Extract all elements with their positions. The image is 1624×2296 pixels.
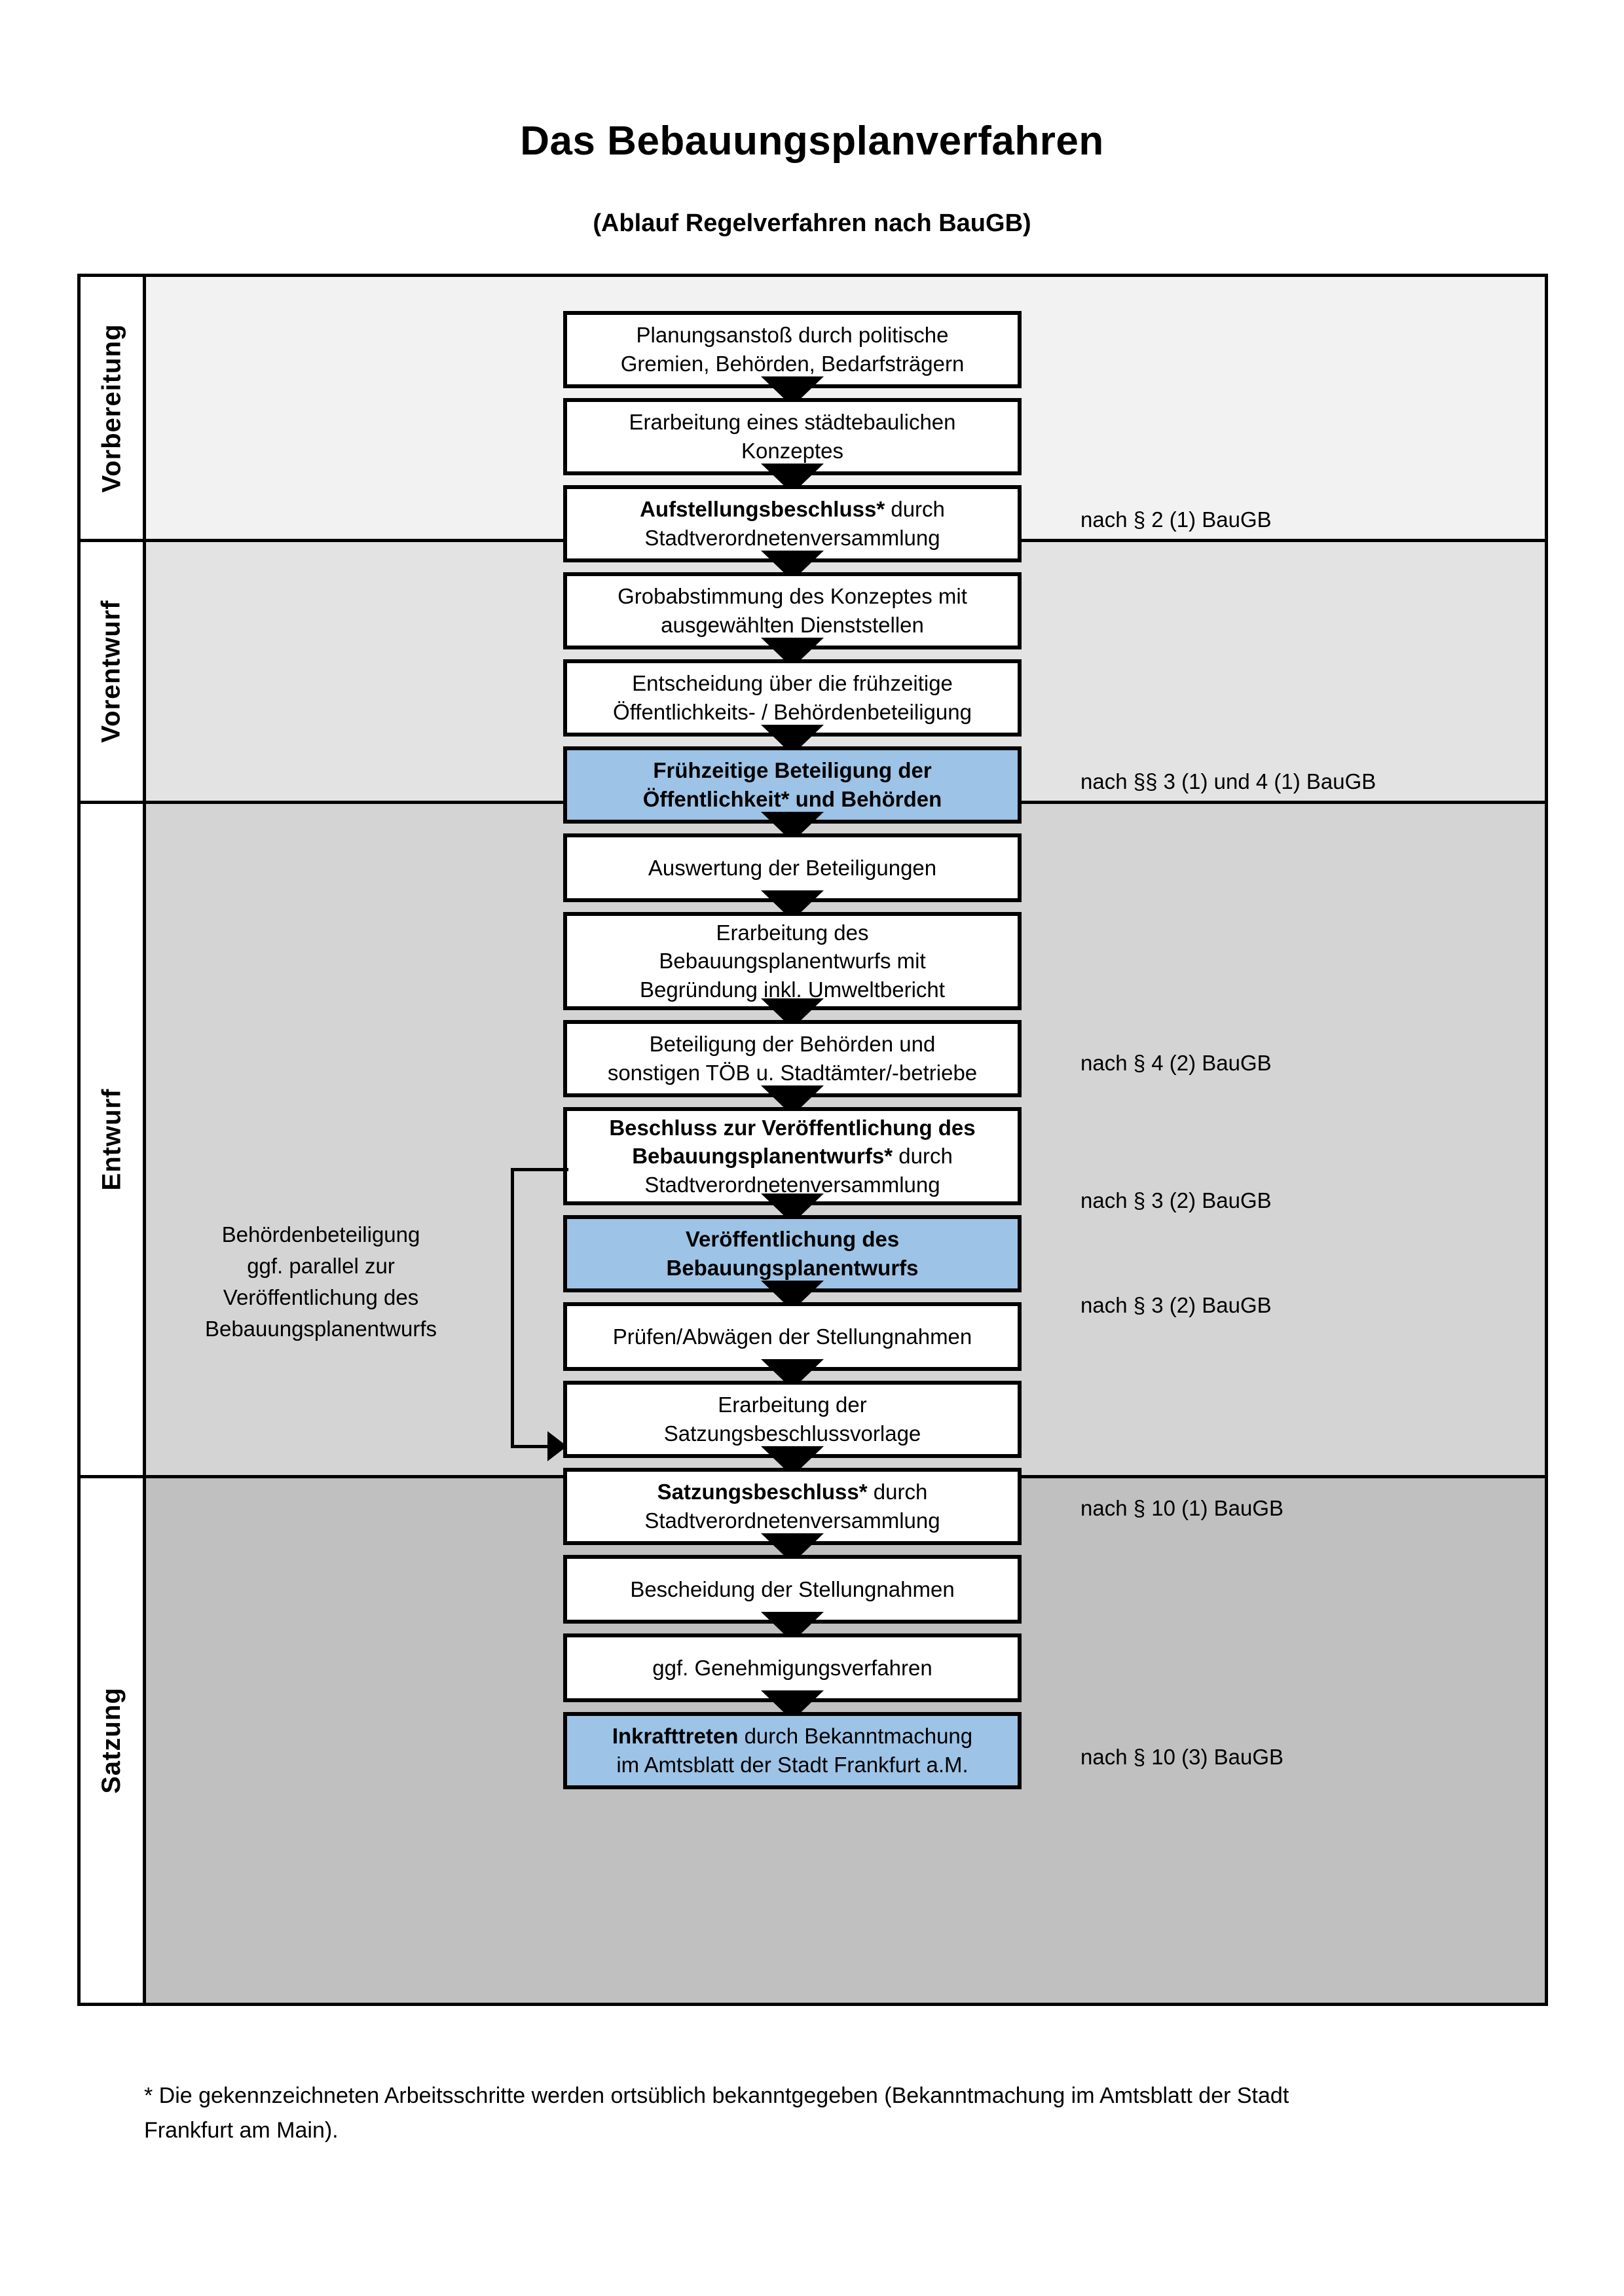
box-line: Auswertung der Beteiligungen	[648, 855, 937, 880]
phase-label-column-rule	[143, 274, 146, 2006]
process-box-beschluss-veroeffentlichung: Beschluss zur Veröffentlichung des Bebau…	[563, 1107, 1022, 1205]
box-line: Erarbeitung der	[718, 1393, 867, 1417]
box-line-bold: Satzungsbeschluss*	[657, 1480, 868, 1504]
box-line: Satzungsbeschlussvorlage	[663, 1421, 921, 1446]
process-box-veroeffentlichung-bebauungsplanentwurf: Veröffentlichung des Bebauungsplanentwur…	[563, 1215, 1022, 1292]
box-line: ggf. Genehmigungsverfahren	[652, 1655, 932, 1680]
sidenote-line: Veröffentlichung des	[223, 1285, 419, 1309]
legal-ref-paragraph-10-3: nach § 10 (3) BauGB	[1080, 1745, 1284, 1769]
page-title: Das Bebauungsplanverfahren	[520, 118, 1104, 164]
box-line: Gremien, Behörden, Bedarfsträgern	[620, 352, 965, 376]
box-line: ausgewählten Dienststellen	[661, 613, 924, 637]
box-line: Erarbeitung eines städtebaulichen	[629, 410, 956, 435]
box-line: Satzungsbeschluss* durch	[574, 1478, 1011, 1506]
box-line-rest: durch	[893, 1144, 953, 1169]
process-box-aufstellungsbeschluss: Aufstellungsbeschluss* durch Stadtverord…	[563, 485, 1022, 562]
box-line: Stadtverordnetenversammlung	[644, 526, 940, 550]
diagram-frame	[77, 274, 1548, 2006]
box-line: Bebauungsplanentwurfs* durch	[574, 1142, 1011, 1171]
box-line: Stadtverordnetenversammlung	[644, 1172, 940, 1197]
legal-ref-paragraph-2-1: nach § 2 (1) BauGB	[1080, 507, 1272, 532]
box-line: Bebauungsplanentwurfs mit	[659, 949, 926, 974]
box-line: im Amtsblatt der Stadt Frankfurt a.M.	[616, 1753, 969, 1777]
sidenote-line: ggf. parallel zur	[247, 1253, 395, 1278]
sidenote-line: Bebauungsplanentwurfs	[204, 1316, 437, 1341]
process-box-staedtebauliches-konzept: Erarbeitung eines städtebaulichen Konzep…	[563, 398, 1022, 475]
box-line: Begründung inkl. Umweltbericht	[640, 977, 945, 1002]
box-line: Erarbeitung des	[716, 920, 869, 945]
box-line: Entscheidung über die frühzeitige	[632, 671, 953, 696]
feedback-loop-arrowhead-icon	[547, 1431, 567, 1461]
box-line-bold: Aufstellungsbeschluss*	[640, 497, 885, 522]
box-line: Öffentlichkeit* und Behörden	[642, 787, 942, 811]
process-box-grobabstimmung: Grobabstimmung des Konzeptes mit ausgewä…	[563, 572, 1022, 649]
box-line: Bescheidung der Stellungnahmen	[630, 1576, 955, 1601]
box-line-bold: Bebauungsplanentwurfs*	[632, 1144, 893, 1169]
footnote-line: * Die gekennzeichneten Arbeitsschritte w…	[144, 2083, 1289, 2108]
phase-label-vorbereitung: Vorbereitung	[81, 277, 143, 539]
box-line: Beteiligung der Behörden und	[649, 1032, 936, 1057]
page-subtitle: (Ablauf Regelverfahren nach BauGB)	[593, 210, 1031, 237]
box-line-rest: durch	[885, 497, 945, 522]
box-line: Prüfen/Abwägen der Stellungnahmen	[612, 1324, 972, 1349]
legal-ref-paragraph-3-2-veroeffentlichung: nach § 3 (2) BauGB	[1080, 1293, 1272, 1317]
box-line: Bebauungsplanentwurfs	[666, 1256, 919, 1280]
process-box-beteiligung-behoerden-toeb: Beteiligung der Behörden und sonstigen T…	[563, 1020, 1022, 1097]
sidenote-line: Behördenbeteiligung	[221, 1222, 420, 1247]
legal-ref-paragraph-3-1-und-4-1: nach §§ 3 (1) und 4 (1) BauGB	[1080, 769, 1376, 793]
process-box-entscheidung-fruehzeitige-beteiligung: Entscheidung über die frühzeitige Öffent…	[563, 659, 1022, 737]
process-box-genehmigungsverfahren: ggf. Genehmigungsverfahren	[563, 1633, 1022, 1702]
box-line: Stadtverordnetenversammlung	[644, 1508, 940, 1533]
footnote: * Die gekennzeichneten Arbeitsschritte w…	[144, 2079, 1526, 2147]
process-box-erarbeitung-bebauungsplanentwurf: Erarbeitung des Bebauungsplanentwurfs mi…	[563, 912, 1022, 1010]
footnote-line: Frankfurt am Main).	[144, 2117, 339, 2143]
legal-ref-paragraph-10-1: nach § 10 (1) BauGB	[1080, 1496, 1284, 1520]
feedback-loop-top-segment	[511, 1168, 568, 1171]
legal-ref-paragraph-4-2: nach § 4 (2) BauGB	[1080, 1051, 1272, 1075]
box-line: Beschluss zur Veröffentlichung des	[574, 1114, 1011, 1142]
process-box-inkrafttreten: Inkrafttreten durch Bekanntmachung im Am…	[563, 1712, 1022, 1789]
box-line: Frühzeitige Beteiligung der	[653, 758, 932, 783]
box-line: Veröffentlichung des	[685, 1227, 900, 1252]
phase-label-entwurf: Entwurf	[81, 804, 143, 1475]
box-line: Konzeptes	[741, 439, 843, 463]
box-line: Inkrafttreten durch Bekanntmachung	[574, 1722, 1011, 1751]
feedback-loop-left-segment	[511, 1168, 514, 1448]
process-box-fruehzeitige-beteiligung: Frühzeitige Beteiligung der Öffentlichke…	[563, 746, 1022, 824]
sidenote-behoerdenbeteiligung: Behördenbeteiligung ggf. parallel zur Ve…	[164, 1219, 478, 1344]
box-line-rest: durch	[867, 1480, 928, 1504]
legal-ref-paragraph-3-2-beschluss: nach § 3 (2) BauGB	[1080, 1188, 1272, 1212]
feedback-loop-bottom-segment	[511, 1445, 549, 1448]
box-line-rest: durch Bekanntmachung	[738, 1724, 973, 1749]
box-line: Grobabstimmung des Konzeptes mit	[618, 584, 967, 609]
box-line: Aufstellungsbeschluss* durch	[574, 495, 1011, 524]
box-line-bold: Beschluss zur Veröffentlichung des	[609, 1115, 976, 1140]
box-line-bold: Inkrafttreten	[612, 1724, 739, 1749]
box-line: Planungsanstoß durch politische	[636, 323, 949, 348]
phase-label-vorentwurf: Vorentwurf	[81, 542, 143, 801]
phase-label-satzung: Satzung	[81, 1478, 143, 2003]
box-line: Öffentlichkeits- / Behördenbeteiligung	[613, 700, 972, 724]
box-line: sonstigen TÖB u. Stadtämter/-betriebe	[607, 1061, 978, 1085]
